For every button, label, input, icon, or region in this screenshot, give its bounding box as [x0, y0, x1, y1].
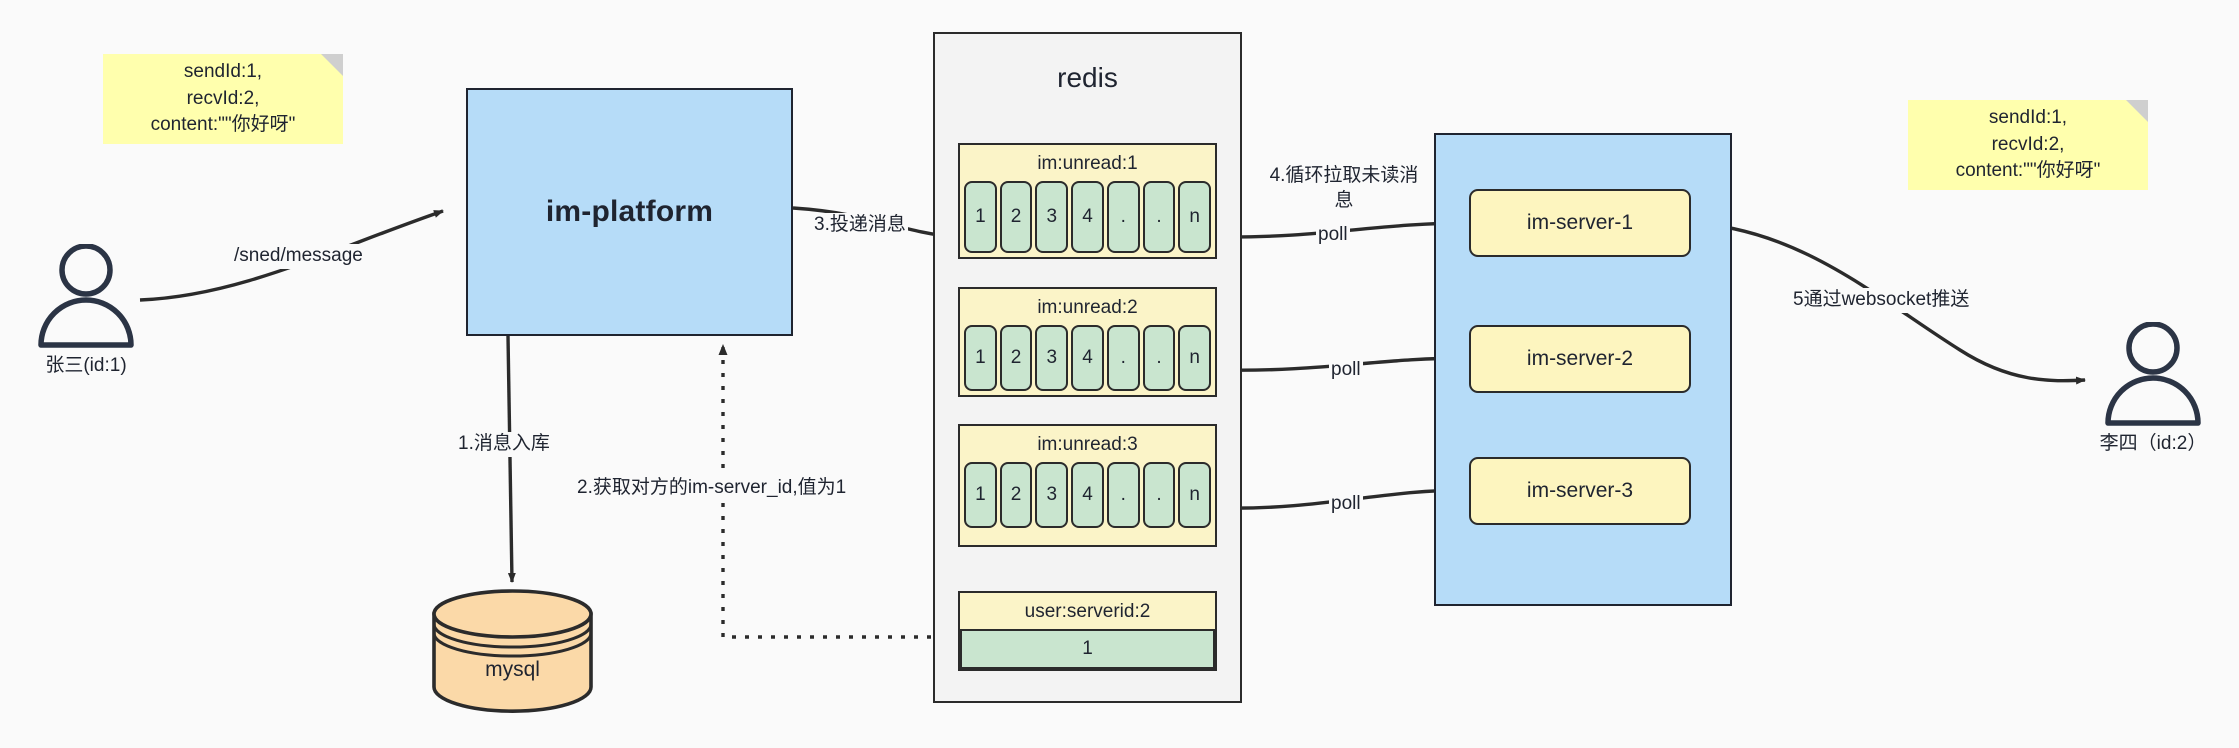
redis-key-user-serverid[interactable]: user:serverid:2 1	[958, 591, 1217, 671]
edge-websocket-push-label: 5通过websocket推送	[1791, 288, 1972, 313]
person-icon	[38, 243, 134, 348]
redis-cell[interactable]: .	[1106, 325, 1140, 391]
actor-sender-label: 张三(id:1)	[45, 355, 127, 376]
redis-cell-row: 1 2 3 4 . . n	[960, 181, 1215, 253]
redis-cell[interactable]: 2	[999, 462, 1033, 528]
redis-key-title: im:unread:1	[1037, 153, 1138, 174]
redis-key-im-unread-3[interactable]: im:unread:3 1 2 3 4 . . n	[958, 424, 1217, 547]
redis-cell-row: 1 2 3 4 . . n	[960, 462, 1215, 528]
note-left: sendId:1, recvId:2, content:""你好呀"	[103, 54, 343, 144]
redis-cell[interactable]: 2	[999, 181, 1033, 253]
redis-key-im-unread-2[interactable]: im:unread:2 1 2 3 4 . . n	[958, 287, 1217, 397]
note-left-text: sendId:1, recvId:2, content:""你好呀"	[150, 60, 296, 136]
mysql-label: mysql	[485, 658, 540, 681]
redis-key-title: im:unread:3	[1037, 434, 1138, 455]
redis-cell[interactable]: 1	[964, 462, 997, 528]
im-server-3-label: im-server-3	[1526, 479, 1634, 502]
im-server-3-box[interactable]: im-server-3	[1469, 457, 1691, 525]
redis-cell[interactable]: n	[1178, 325, 1212, 391]
note-fold-icon	[2126, 100, 2148, 122]
redis-cell[interactable]: 4	[1071, 325, 1104, 391]
actor-receiver: 李四（id:2）	[2095, 321, 2211, 454]
redis-key-title: user:serverid:2	[1024, 601, 1151, 622]
edge-persist-path	[506, 335, 516, 583]
note-right: sendId:1, recvId:2, content:""你好呀"	[1908, 100, 2148, 190]
im-server-1-label: im-server-1	[1526, 211, 1634, 234]
redis-cell[interactable]: 1	[964, 181, 997, 253]
redis-cell[interactable]: .	[1106, 181, 1140, 253]
redis-cell[interactable]: 1	[964, 325, 997, 391]
redis-key-title: im:unread:2	[1037, 297, 1138, 318]
edge-deliver-label: 3.投递消息	[812, 213, 908, 238]
edge-poll-2-label: poll	[1329, 358, 1363, 383]
note-fold-icon	[321, 54, 343, 76]
im-server-2-box[interactable]: im-server-2	[1469, 325, 1691, 393]
redis-cell[interactable]: 3	[1035, 181, 1069, 253]
redis-key-im-unread-1[interactable]: im:unread:1 1 2 3 4 . . n	[958, 143, 1217, 259]
edge-pull-loop-label: 4.循环拉取未读消 息	[1259, 164, 1429, 214]
redis-cell[interactable]: 4	[1071, 462, 1104, 528]
redis-title: redis	[1057, 62, 1118, 93]
redis-cell[interactable]: 2	[999, 325, 1033, 391]
edge-poll-3-label: poll	[1329, 492, 1363, 517]
database-cylinder-icon	[432, 589, 593, 713]
redis-cell[interactable]: .	[1106, 462, 1140, 528]
edge-send-message-label: /sned/message	[232, 244, 365, 269]
redis-cell[interactable]: n	[1178, 181, 1212, 253]
redis-cell[interactable]: 4	[1071, 181, 1104, 253]
actor-receiver-label: 李四（id:2）	[2099, 433, 2207, 454]
redis-cell[interactable]: .	[1142, 462, 1176, 528]
im-server-2-label: im-server-2	[1526, 347, 1634, 370]
edge-poll-1-label: poll	[1316, 223, 1350, 248]
edge-persist-label: 1.消息入库	[456, 432, 552, 457]
redis-mapping-value[interactable]: 1	[960, 629, 1215, 669]
im-server-1-box[interactable]: im-server-1	[1469, 189, 1691, 257]
note-right-text: sendId:1, recvId:2, content:""你好呀"	[1955, 106, 2101, 182]
im-platform-box[interactable]: im-platform	[466, 88, 793, 336]
redis-cell-row: 1 2 3 4 . . n	[960, 325, 1215, 391]
edge-lookup-serverid-label: 2.获取对方的im-server_id,值为1	[575, 476, 849, 501]
actor-sender: 张三(id:1)	[28, 243, 144, 376]
redis-cell[interactable]: n	[1178, 462, 1212, 528]
im-platform-label: im-platform	[545, 195, 714, 228]
redis-cell[interactable]: .	[1142, 181, 1176, 253]
mysql-datastore[interactable]: mysql	[430, 588, 595, 713]
redis-cell[interactable]: 3	[1035, 462, 1069, 528]
redis-cell[interactable]: 3	[1035, 325, 1069, 391]
redis-cell[interactable]: .	[1142, 325, 1176, 391]
person-icon	[2105, 321, 2201, 426]
